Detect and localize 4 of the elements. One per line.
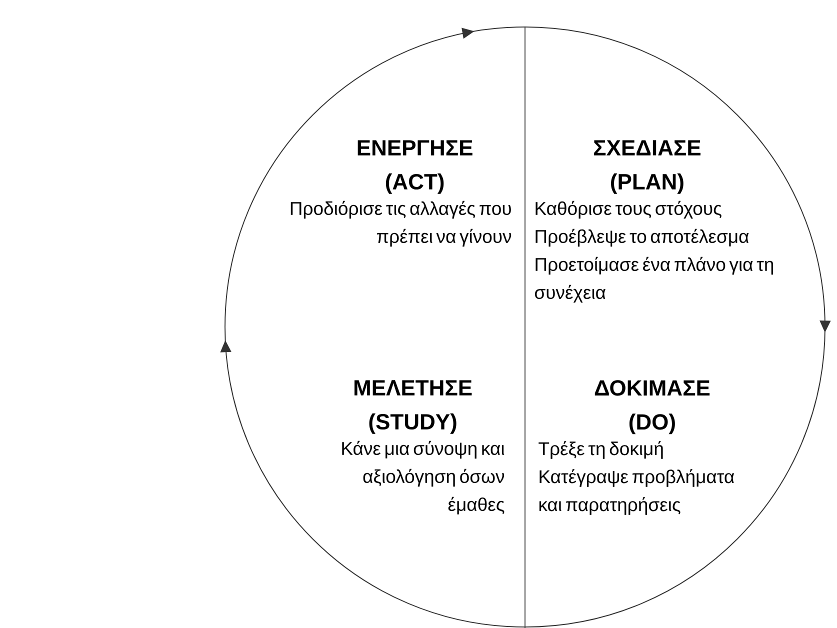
quadrant-text: ΣΧΕΔΙΑΣΕ (PLAN) Καθόρισε τους στόχους Προέβλεψε το αποτέλεσμα Προετοίμασε ένα πλάνο για τη συνέχεια	[535, 140, 774, 303]
quadrant-text: ΜΕΛΕΤΗΣΕ (STUDY) Κάνε μια σύνοψη και αξιολόγηση όσων έμαθες	[342, 380, 504, 514]
quadrant-text: ΕΝΕΡΓΗΣΕ (ACT) Προδιόρισε τις αλλαγές που πρέπει να γίνουν	[290, 140, 512, 247]
quadrant-text: ΔΟΚΙΜΑΣΕ (DO) Τρέξε τη δοκιμή Κατέγραψε προβλήματα και παρατηρήσεις	[538, 380, 734, 515]
